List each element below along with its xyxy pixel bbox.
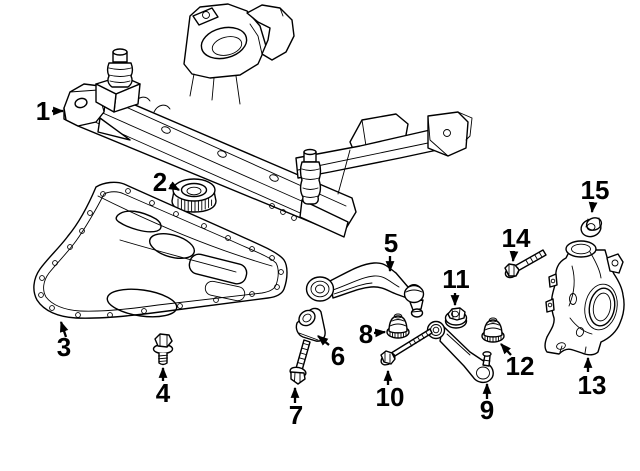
callout-8-arrow [373, 328, 387, 338]
callout-14-arrow [509, 250, 519, 263]
bushing-bolt-drawing [289, 339, 311, 385]
callout-9: 9 [480, 382, 494, 425]
lock-nut-12-drawing [481, 317, 505, 343]
callout-14-label: 14 [502, 223, 531, 253]
callout-3-label: 3 [57, 332, 71, 362]
callout-4: 4 [156, 366, 171, 408]
flange-nut-11-drawing [444, 307, 468, 329]
callout-8-label: 8 [359, 319, 373, 349]
callout-15-arrow [588, 201, 598, 214]
callout-13: 13 [578, 356, 607, 400]
callout-2-label: 2 [153, 167, 167, 197]
callout-10: 10 [376, 369, 405, 412]
callout-13-label: 13 [578, 370, 607, 400]
callout-2-arrow [168, 181, 180, 192]
callout-8: 8 [359, 319, 387, 349]
callout-5-label: 5 [384, 228, 398, 258]
upper-control-arm-drawing [305, 262, 425, 318]
flange-nut-15-drawing [580, 217, 603, 238]
callout-1-label: 1 [36, 96, 50, 126]
skid-plate-drawing [33, 181, 288, 319]
callouts-layer: 1 2 3 4 5 6 7 8 [36, 96, 610, 430]
steering-knuckle-drawing [544, 240, 625, 356]
callout-6-arrow [317, 335, 330, 346]
callout-12: 12 [500, 343, 535, 381]
control-arm-bolt-drawing [380, 328, 433, 366]
callout-6: 6 [317, 335, 345, 371]
callout-10-label: 10 [376, 382, 405, 412]
lock-nut-8-drawing [386, 313, 410, 339]
callout-7: 7 [289, 386, 303, 430]
skid-plate-bolt-drawing [152, 333, 174, 366]
callout-6-label: 6 [331, 341, 345, 371]
callout-4-label: 4 [156, 378, 171, 408]
callout-5: 5 [384, 228, 398, 273]
callout-15: 15 [581, 175, 610, 214]
callout-11-label: 11 [442, 264, 470, 294]
callout-11: 11 [442, 264, 470, 307]
callout-12-arrow [500, 343, 512, 356]
callout-3: 3 [57, 320, 71, 362]
callout-1: 1 [36, 96, 65, 126]
callout-9-label: 9 [480, 395, 494, 425]
knuckle-bolt-drawing [504, 249, 547, 279]
callout-15-label: 15 [581, 175, 610, 205]
subframe-crossmember-drawing [63, 3, 473, 238]
control-arm-bushing-drawing [295, 307, 326, 342]
lower-control-arm-drawing [426, 320, 494, 384]
callout-3-arrow [59, 320, 69, 338]
callout-12-label: 12 [506, 351, 535, 381]
callout-14: 14 [502, 223, 531, 263]
callout-2: 2 [153, 167, 180, 197]
callout-7-label: 7 [289, 400, 303, 430]
subframe-bushing-drawing [171, 178, 217, 213]
